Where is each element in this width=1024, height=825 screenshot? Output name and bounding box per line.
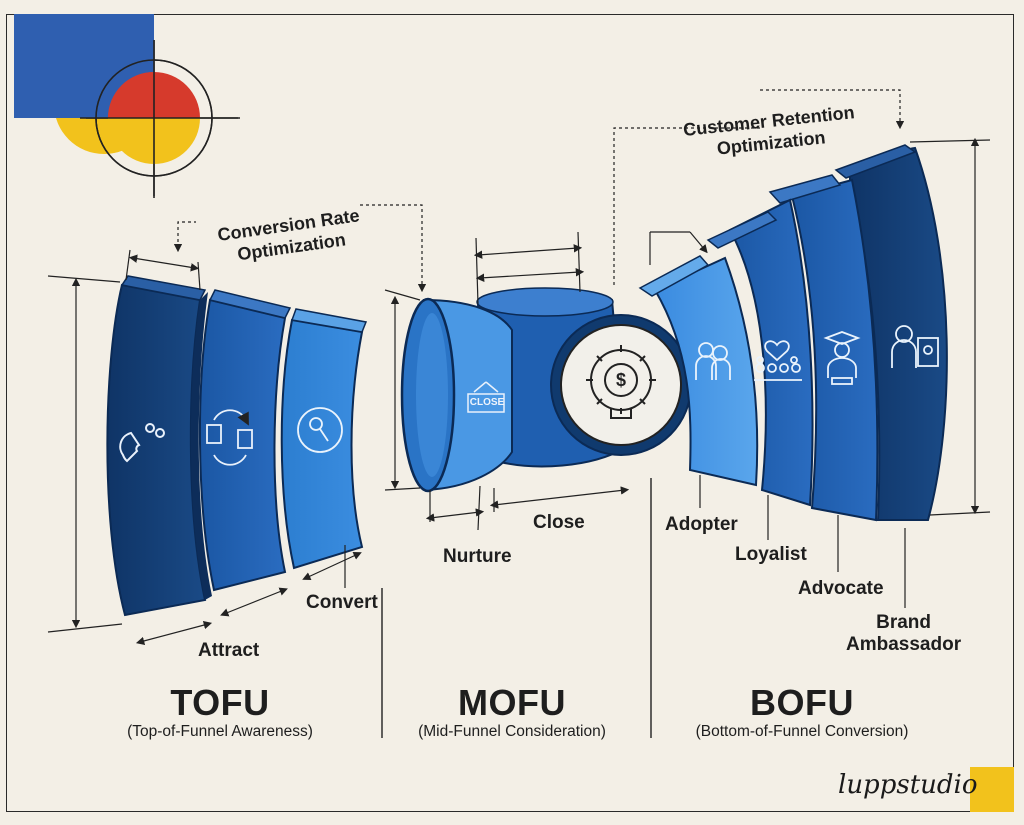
- gear-dollar-icon: [586, 345, 656, 419]
- magnifier-icon: [297, 407, 343, 453]
- document-exchange-icon: [206, 409, 253, 466]
- bofu-subheading: (Bottom-of-Funnel Conversion): [695, 723, 909, 740]
- stage-loyalist: Loyalist: [735, 544, 807, 565]
- mofu-heading: MOFU: [458, 682, 566, 723]
- magnet-icon: [119, 423, 165, 463]
- bofu-dimensions: [649, 137, 991, 608]
- bofu-heading: BOFU: [750, 682, 854, 723]
- close-sign-icon: [467, 381, 505, 413]
- stage-advocate: Advocate: [798, 578, 884, 599]
- stage-nurture: Nurture: [443, 546, 512, 567]
- bofu-funnel: [638, 144, 948, 522]
- stage-convert: Convert: [306, 592, 378, 613]
- tofu-dimensions: [47, 204, 427, 645]
- outer-frame: [6, 14, 1014, 812]
- community-heart-icon: [754, 340, 802, 381]
- tofu-subheading: (Top-of-Funnel Awareness): [127, 723, 313, 740]
- corner-circle: [14, 14, 240, 198]
- couple-icon: [695, 342, 731, 380]
- brand-logo: luppstudio: [838, 770, 978, 800]
- mofu-subheading: (Mid-Funnel Consideration): [418, 723, 606, 740]
- mofu-dimensions: [384, 89, 905, 531]
- tofu-heading: TOFU: [170, 682, 270, 723]
- mofu-funnel: $: [400, 287, 692, 493]
- dollar-glyph: $: [616, 370, 626, 390]
- stage-close: Close: [533, 512, 585, 533]
- stage-brand-ambassador: Brand Ambassador: [846, 612, 962, 655]
- stage-attract: Attract: [198, 640, 260, 661]
- corner-square: [970, 767, 1014, 812]
- ambassador-icon: [891, 325, 939, 368]
- tofu-funnel: [106, 275, 368, 617]
- close-sign-text: CLOSE: [469, 397, 505, 408]
- stage-adopter: Adopter: [665, 514, 738, 535]
- graduate-icon: [823, 331, 861, 385]
